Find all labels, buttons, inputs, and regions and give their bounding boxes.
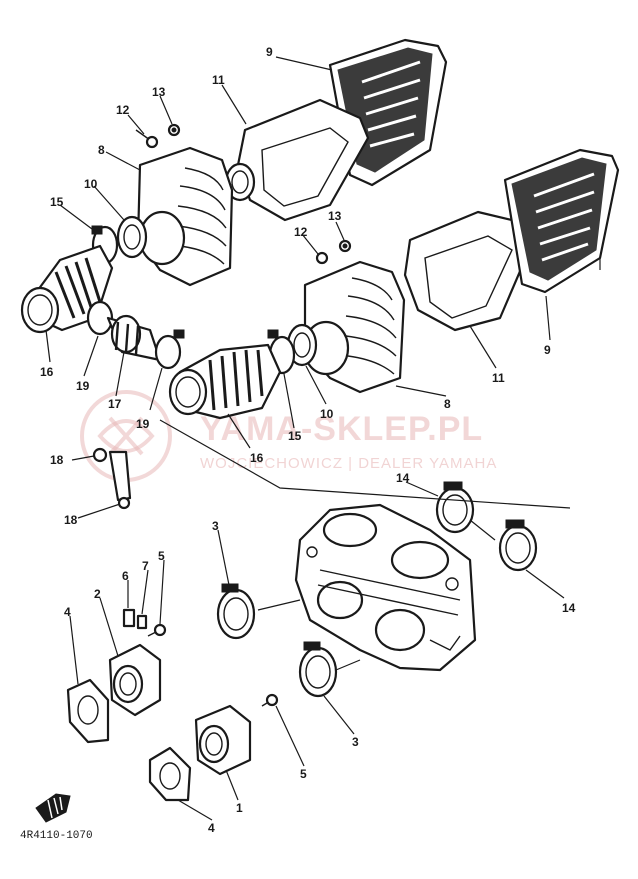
callout-5-lower: 5 [300,767,307,781]
callout-12-upper: 12 [116,103,130,117]
callout-6: 6 [122,569,129,583]
callout-18-lower: 18 [64,513,78,527]
watermark: YAMA-SKLEP.PL WOJCIECHOWICZ | DEALER YAM… [80,390,497,482]
screw-5-lower [261,693,279,707]
air-box-lower [302,260,406,394]
callout-4-upper: 4 [64,605,71,619]
bolt-12-lower [315,251,329,265]
callout-18-upper: 18 [50,453,64,467]
screw-5-upper [147,623,167,637]
callout-8-upper: 8 [98,143,105,157]
diagram-code: 4R4110-1070 [20,830,93,842]
callout-leaders [45,56,565,821]
air-box-upper [136,146,234,287]
small-part-7 [136,614,148,630]
callout-8-lower: 8 [444,397,451,411]
drain-tube [92,447,132,510]
clamp-3-lower [298,641,338,698]
intake-joint-lower [168,343,282,420]
callout-17: 17 [108,397,122,411]
callout-2: 2 [94,587,101,601]
callout-11-lower: 11 [492,371,505,385]
callout-10-lower: 10 [320,407,334,421]
clamp-upper [116,215,148,259]
gasket-4-lower [148,746,192,802]
callout-15-lower: 15 [288,429,302,443]
callout-labels: 9 11 12 13 8 10 15 13 12 9 11 16 19 17 1… [40,45,576,835]
callout-16-upper: 16 [40,365,54,379]
callout-12-lower: 12 [294,225,308,239]
clamp-3-upper [216,583,256,640]
callout-10-upper: 10 [84,177,98,191]
washer-13-lower [338,239,352,253]
callout-14-upper: 14 [396,471,410,485]
carburetor-joint-2 [108,643,162,717]
callout-14-lower: 14 [562,601,576,615]
callout-19-lower: 19 [136,417,150,431]
callout-3-lower: 3 [352,735,359,749]
intake-joint-upper [20,244,114,334]
callout-19-upper: 19 [76,379,90,393]
air-filter-cover-lower [403,210,532,332]
gasket-4-upper [66,678,110,744]
air-filter-case-lower [503,148,620,294]
callout-13-lower: 13 [328,209,342,223]
clamp-14-upper [435,481,475,534]
callout-4-lower: 4 [208,821,215,835]
callout-13-upper: 13 [152,85,166,99]
carburetor-joint-1 [194,704,252,776]
callout-11-upper: 11 [212,73,225,87]
callout-7: 7 [142,559,149,573]
watermark-title: YAMA-SKLEP.PL [200,410,483,448]
callout-16-lower: 16 [250,451,264,465]
carburetor-assembly [294,503,477,672]
assembly-guide-lines [159,258,601,671]
small-part-6 [122,608,136,628]
watermark-subtitle: WOJCIECHOWICZ | DEALER YAMAHA [200,455,497,472]
callout-3-upper: 3 [212,519,219,533]
air-filter-cover-upper [224,98,370,222]
callout-9-lower: 9 [544,343,551,357]
callout-1: 1 [236,801,243,815]
hose-assembly [86,300,185,370]
washer-13-upper [167,123,181,137]
front-arrow-icon [35,793,71,823]
clamp-14-lower [498,519,538,572]
callout-5-upper: 5 [158,549,165,563]
bolt-12-upper [135,129,159,149]
callout-15-upper: 15 [50,195,64,209]
callout-9-upper: 9 [266,45,273,59]
